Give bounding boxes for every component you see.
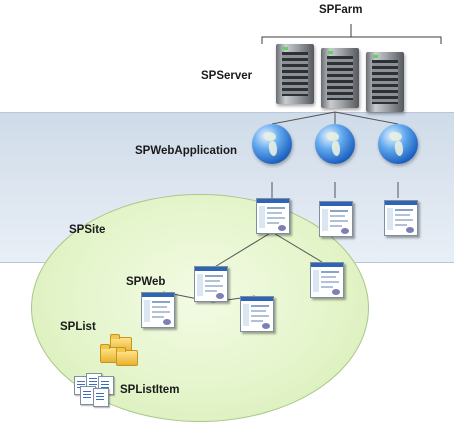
web-page-icon (319, 201, 353, 237)
web-page-icon (384, 200, 418, 236)
web-application-label: SPWebApplication (135, 145, 238, 157)
farm-bracket (261, 36, 442, 44)
web-page-icon (310, 262, 344, 298)
server-icon (276, 44, 314, 104)
list-label: SPList (60, 321, 96, 333)
site-label: SPSite (69, 224, 106, 236)
globe-icon (315, 124, 355, 164)
web-page-icon (194, 266, 228, 302)
server-icon (366, 52, 404, 112)
server-icon (321, 48, 359, 108)
globe-icon (252, 124, 292, 164)
site-to-web-line-2 (271, 231, 323, 263)
web-label: SPWeb (126, 276, 166, 288)
site-to-web-line-1 (212, 231, 273, 269)
web-page-icon (256, 198, 290, 234)
farm-label: SPFarm (319, 4, 363, 16)
server-label: SPServer (201, 70, 253, 82)
web-page-icon (141, 292, 175, 328)
site-collection-area (31, 194, 369, 422)
folder-icon (116, 347, 138, 366)
globe-icon (378, 124, 418, 164)
document-icon (93, 388, 109, 407)
server-to-webapp-line-1 (271, 111, 336, 125)
server-to-webapp-line-3 (334, 111, 399, 125)
web-page-icon (240, 296, 274, 332)
list-item-label: SPListItem (120, 384, 180, 396)
